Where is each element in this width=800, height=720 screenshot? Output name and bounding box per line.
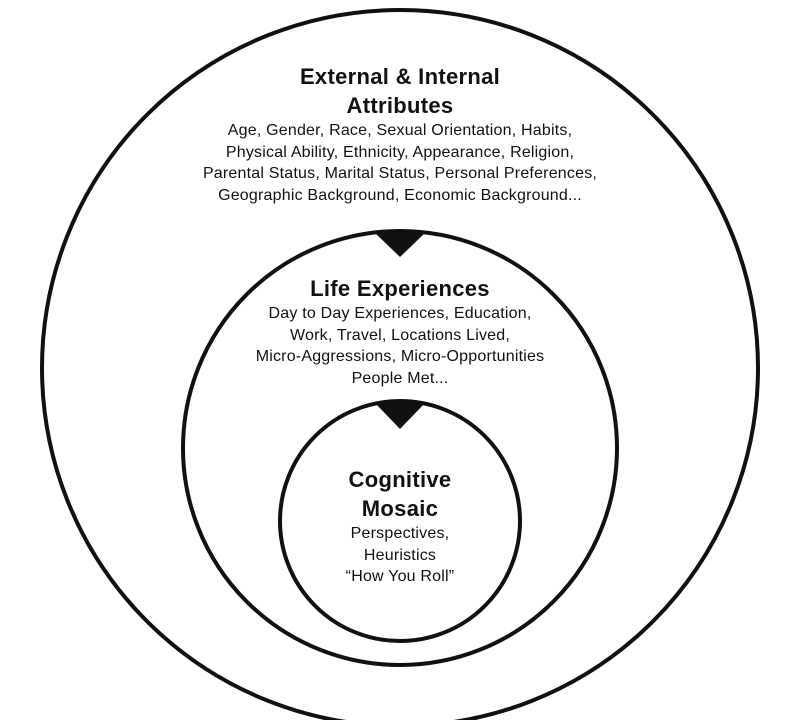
inner-circle	[278, 399, 522, 643]
inner-title-line: Cognitive	[348, 467, 452, 492]
middle-circle	[181, 229, 619, 667]
inner-title-line: Mosaic	[361, 496, 439, 521]
outer-title-line: External & Internal	[299, 64, 501, 89]
outer-body-line: Geographic Background, Economic Backgrou…	[218, 186, 582, 204]
inner-body: Perspectives, Heuristics “How You Roll”	[280, 523, 520, 588]
middle-body-line: Work, Travel, Locations Lived,	[289, 326, 511, 344]
outer-body: Age, Gender, Race, Sexual Orientation, H…	[100, 120, 700, 206]
middle-title: Life Experiences	[190, 274, 610, 303]
outer-body-line: Physical Ability, Ethnicity, Appearance,…	[225, 143, 575, 161]
outer-circle-label: External & Internal Attributes Age, Gend…	[100, 62, 700, 206]
outer-circle	[40, 8, 760, 720]
middle-body-line: Micro-Aggressions, Micro-Opportunities	[255, 348, 545, 365]
middle-circle-label: Life Experiences Day to Day Experiences,…	[190, 274, 610, 389]
middle-body: Day to Day Experiences, Education, Work,…	[190, 303, 610, 389]
inner-title: Cognitive Mosaic	[280, 465, 520, 523]
inner-body-line: Heuristics	[363, 546, 437, 564]
outer-title-line: Attributes	[346, 93, 454, 118]
inner-body-line: “How You Roll”	[345, 568, 455, 585]
outer-title: External & Internal Attributes	[100, 62, 700, 120]
middle-body-line: People Met...	[351, 369, 449, 387]
middle-title-line: Life Experiences	[310, 276, 490, 301]
outer-body-line: Age, Gender, Race, Sexual Orientation, H…	[227, 122, 573, 139]
outer-body-line: Parental Status, Marital Status, Persona…	[202, 165, 598, 182]
arrow-down-icon-outer-to-middle	[374, 232, 426, 257]
inner-body-line: Perspectives,	[350, 525, 450, 542]
inner-circle-label: Cognitive Mosaic Perspectives, Heuristic…	[280, 465, 520, 588]
arrow-down-icon-middle-to-inner	[374, 402, 426, 429]
middle-body-line: Day to Day Experiences, Education,	[268, 305, 532, 322]
